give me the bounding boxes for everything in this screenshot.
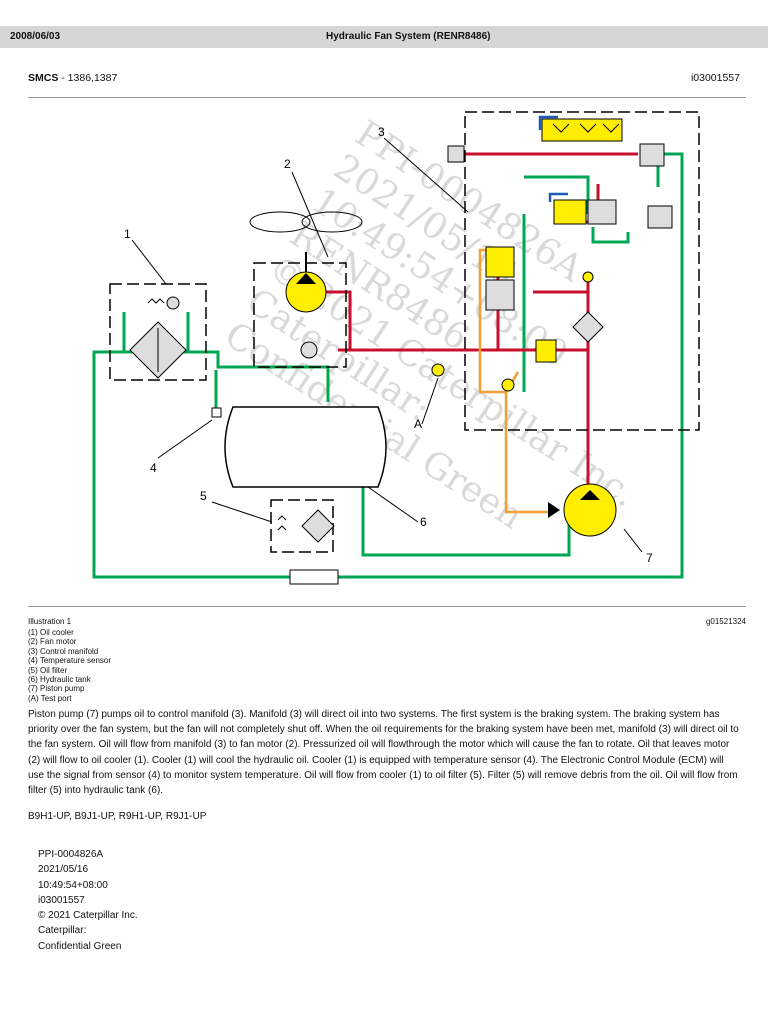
legend-list: (1) Oil cooler (2) Fan motor (3) Control… [28, 628, 111, 703]
oil-cooler [109, 283, 207, 381]
leader-lines [131, 137, 643, 553]
callout-7: 7 [646, 551, 653, 565]
callout-a: A [414, 417, 422, 431]
check-valve [582, 271, 594, 283]
illustration-code: g01521324 [705, 617, 746, 626]
illustration-title: Illustration 1 [28, 617, 72, 626]
control-manifold [464, 111, 700, 431]
legend-item: (1) Oil cooler [28, 628, 74, 637]
shuttle-valve [501, 378, 515, 392]
divider-bottom [28, 606, 746, 607]
document-title: Hydraulic Fan System (RENR8486) [326, 31, 491, 42]
reducing-valve [485, 246, 515, 278]
fan-blade [301, 211, 363, 233]
signal-line [538, 115, 568, 202]
tank-base [289, 569, 339, 585]
header-date: 2008/06/03 [10, 31, 61, 42]
description-paragraph: Piston pump (7) pumps oil to control man… [28, 709, 739, 797]
check-valve-yellow [535, 339, 557, 363]
callout-2: 2 [284, 157, 291, 171]
legend-item: (3) Control manifold [28, 646, 99, 656]
serial-models: B9H1-UP, B9J1-UP, R9H1-UP, R9J1-UP [28, 811, 207, 822]
callout-labels: 1 2 3 4 5 6 7 A [124, 125, 653, 565]
callout-1: 1 [124, 227, 131, 241]
footer-line: 10:49:54+08:00 [38, 879, 108, 891]
footer-line: © 2021 Caterpillar Inc. [38, 910, 138, 922]
fan-motor-housing [253, 262, 347, 368]
filter-element [301, 509, 335, 543]
legend-item: (A) Test port [28, 693, 72, 703]
gauge-icon [447, 145, 465, 163]
footer-line: Caterpillar: [38, 925, 87, 937]
legend-item: (6) Hydraulic tank [28, 675, 91, 685]
solenoid-valve [553, 199, 587, 225]
directional-valve [587, 199, 617, 225]
callout-4: 4 [150, 461, 157, 475]
callout-6: 6 [420, 515, 427, 529]
legend-item: (5) Oil filter [28, 665, 68, 675]
temperature-sensor [211, 407, 222, 418]
fan-blade [249, 211, 311, 233]
legend-item: (2) Fan motor [28, 637, 77, 647]
legend-item: (7) Piston pump [28, 684, 85, 694]
manifold-filter [572, 311, 604, 343]
header-bar: 2008/06/03 Hydraulic Fan System (RENR848… [0, 26, 768, 48]
piston-pump [563, 483, 617, 537]
legend-item: (4) Temperature sensor [28, 656, 111, 666]
smcs-line: SMCS - 1386,1387 [28, 72, 117, 84]
callout-3: 3 [378, 125, 385, 139]
smcs-label: SMCS [28, 72, 59, 84]
divider-top [28, 97, 746, 98]
callout-5: 5 [200, 489, 207, 503]
relief-valve [639, 143, 665, 167]
footer-line: PPI-0004826A [38, 849, 104, 860]
smcs-value: - 1386,1387 [58, 72, 118, 84]
hydraulic-tank [224, 406, 387, 488]
footer-line: i03001557 [38, 894, 85, 906]
document-id: i03001557 [690, 72, 740, 84]
footer-line: 2021/05/16 [38, 864, 89, 876]
footer-line: Confidential Green [38, 940, 122, 952]
watermark: PPI-0004826A 2021/05/16 10:49:54+08:00 R… [217, 113, 643, 537]
footer-block: PPI-0004826A 2021/05/16 10:49:54+08:00 i… [38, 847, 138, 954]
test-port [431, 363, 445, 377]
fan-motor-port [300, 341, 318, 359]
priority-valve [541, 118, 623, 142]
reducing-valve-body [485, 279, 515, 311]
relief-valve [647, 205, 673, 229]
hydraulic-schematic: PPI-0004826A 2021/05/16 10:49:54+08:00 R… [92, 111, 700, 585]
